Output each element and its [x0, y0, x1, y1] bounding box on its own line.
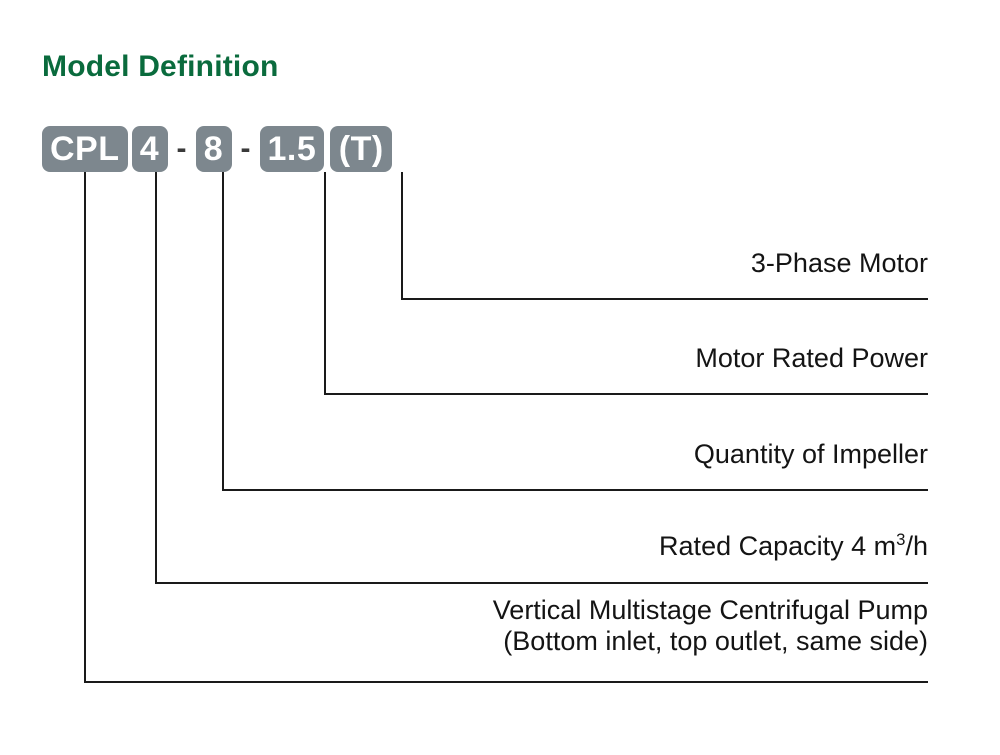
- leader-vline-series: [84, 172, 86, 683]
- callout-phase-line1: 3-Phase Motor: [750, 248, 928, 278]
- leader-hline-series: [84, 681, 928, 683]
- callout-capacity-exponent: 3: [896, 530, 906, 549]
- leader-hline-phase: [401, 298, 928, 300]
- badge-capacity[interactable]: 4: [131, 126, 168, 172]
- callout-capacity: Rated Capacity 4 m3/h: [659, 531, 928, 562]
- model-code-row: CPL 4 - 8 - 1.5 (T): [42, 126, 393, 172]
- callout-series-line2: (Bottom inlet, top outlet, same side): [503, 625, 928, 656]
- leader-hline-stages: [222, 489, 928, 491]
- badge-series[interactable]: CPL: [42, 126, 128, 172]
- leader-vline-power: [324, 172, 326, 395]
- leader-hline-capacity: [155, 582, 928, 584]
- leader-vline-phase: [401, 172, 403, 300]
- callout-phase: 3-Phase Motor: [751, 248, 928, 279]
- page-title: Model Definition: [42, 50, 279, 83]
- leader-hline-power: [324, 393, 928, 395]
- callout-series: Vertical Multistage Centrifugal Pump (Bo…: [493, 595, 928, 657]
- badge-stages[interactable]: 8: [195, 126, 232, 172]
- leader-vline-capacity: [155, 172, 157, 584]
- leader-vline-stages: [222, 172, 224, 491]
- callout-series-line1: Vertical Multistage Centrifugal Pump: [492, 595, 928, 625]
- separator-dash-2: -: [240, 132, 251, 165]
- callout-stages-line1: Quantity of Impeller: [693, 439, 928, 469]
- callout-capacity-text: Rated Capacity 4 m: [659, 531, 897, 561]
- callout-capacity-unit: /h: [905, 531, 928, 561]
- badge-power[interactable]: 1.5: [259, 126, 325, 172]
- badge-phase[interactable]: (T): [330, 126, 393, 172]
- callout-power: Motor Rated Power: [695, 343, 928, 374]
- separator-dash-1: -: [176, 132, 187, 165]
- callout-capacity-line1: Rated Capacity 4 m3/h: [659, 531, 928, 562]
- callout-power-line1: Motor Rated Power: [695, 343, 928, 373]
- callout-stages: Quantity of Impeller: [694, 439, 928, 470]
